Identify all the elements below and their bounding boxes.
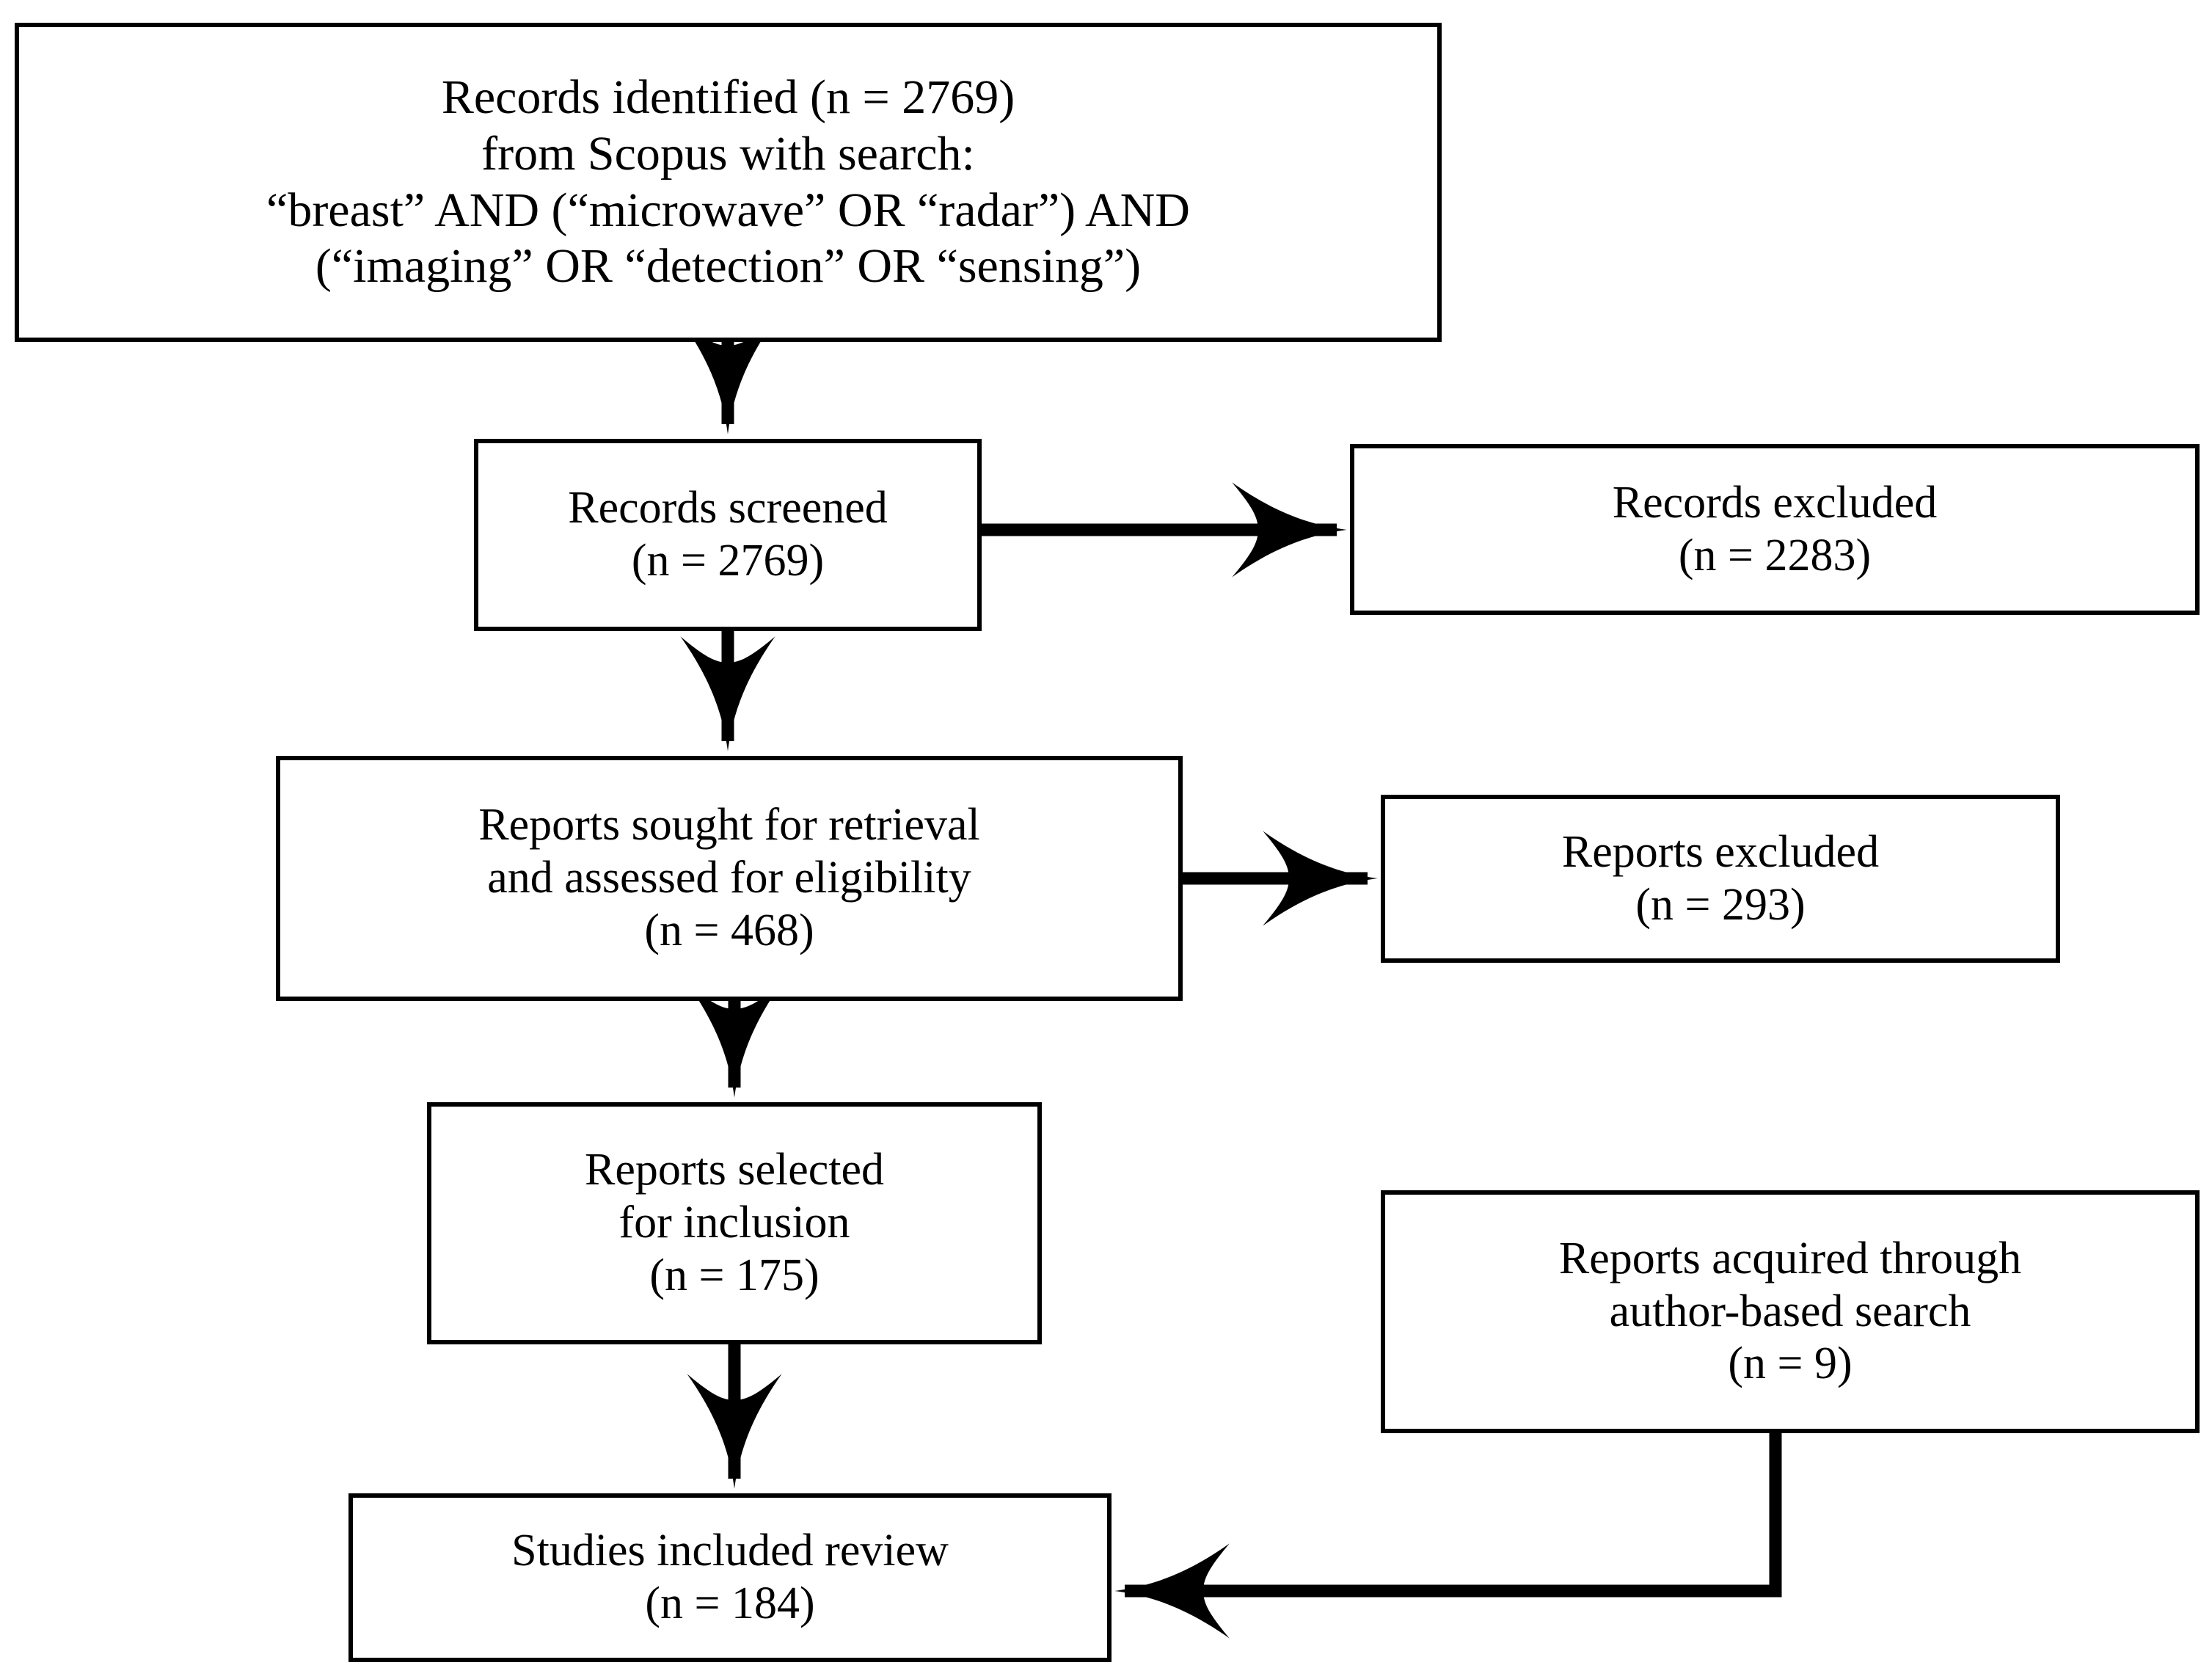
node-line: for inclusion bbox=[618, 1198, 850, 1248]
edge-author-search-to-included bbox=[1114, 1433, 1782, 1639]
node-line: Records screened bbox=[568, 483, 888, 533]
node-line: (n = 2283) bbox=[1678, 530, 1872, 580]
node-line: Reports sought for retrieval bbox=[478, 800, 980, 851]
node-line: (n = 468) bbox=[644, 905, 814, 955]
node-line: Reports selected bbox=[584, 1145, 885, 1195]
node-line: Records identified (n = 2769) bbox=[441, 70, 1015, 125]
node-line: author-based search bbox=[1609, 1286, 1971, 1336]
node-line: (“imaging” OR “detection” OR “sensing”) bbox=[315, 239, 1142, 294]
node-line: Reports excluded bbox=[1561, 826, 1880, 877]
node-line: Records excluded bbox=[1612, 477, 1938, 528]
node-line: (n = 293) bbox=[1635, 879, 1806, 930]
node-records-screened: Records screened (n = 2769) bbox=[474, 439, 982, 631]
node-line: (n = 184) bbox=[645, 1578, 815, 1628]
node-records-identified: Records identified (n = 2769) from Scopu… bbox=[15, 23, 1442, 342]
node-records-excluded: Records excluded (n = 2283) bbox=[1350, 444, 2200, 615]
node-studies-included-review: Studies included review (n = 184) bbox=[348, 1493, 1112, 1662]
node-line: and assessed for eligibility bbox=[487, 853, 971, 903]
node-line: (n = 2769) bbox=[631, 536, 825, 586]
node-reports-acquired-author-based-search: Reports acquired through author-based se… bbox=[1381, 1190, 2200, 1433]
node-line: “breast” AND (“microwave” OR “radar”) AN… bbox=[266, 183, 1190, 237]
node-line: (n = 9) bbox=[1728, 1339, 1853, 1389]
node-line: Studies included review bbox=[511, 1526, 949, 1576]
node-line: Reports acquired through bbox=[1558, 1233, 2022, 1283]
node-line: from Scopus with search: bbox=[481, 126, 975, 181]
node-line: (n = 175) bbox=[649, 1250, 820, 1300]
node-reports-sought-for-retrieval: Reports sought for retrieval and assesse… bbox=[276, 756, 1183, 1001]
node-reports-selected-for-inclusion: Reports selected for inclusion (n = 175) bbox=[427, 1102, 1042, 1344]
node-reports-excluded: Reports excluded (n = 293) bbox=[1381, 795, 2060, 963]
